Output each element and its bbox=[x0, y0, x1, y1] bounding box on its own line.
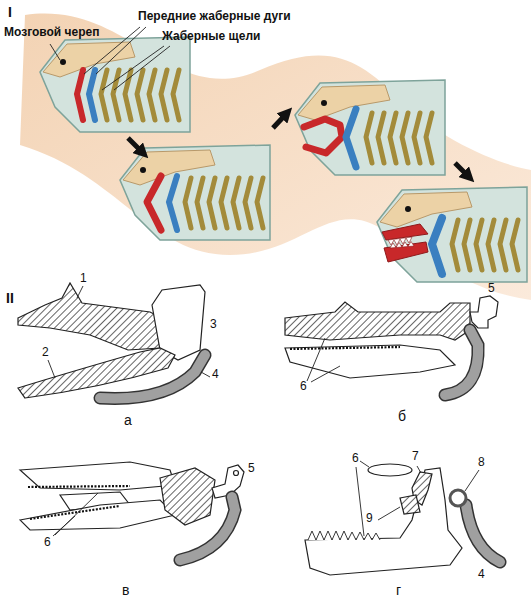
callout-number: 6 bbox=[352, 452, 359, 466]
callout-number: 3 bbox=[210, 318, 217, 332]
fish-head bbox=[295, 80, 445, 175]
callout-number: 4 bbox=[478, 568, 485, 582]
callout-number: 5 bbox=[488, 282, 495, 296]
fish-head bbox=[377, 187, 527, 282]
section-numeral: I bbox=[8, 4, 12, 20]
transition-arrow bbox=[128, 113, 469, 177]
jaw-panel bbox=[20, 462, 244, 560]
panel-letter: в bbox=[122, 582, 129, 598]
panel-letter: б bbox=[398, 408, 406, 424]
callout-number: 7 bbox=[412, 450, 419, 464]
callout-number: 9 bbox=[366, 512, 373, 526]
panel-letter: а bbox=[124, 412, 132, 428]
callout-number: 6 bbox=[300, 380, 307, 394]
callout-number: 5 bbox=[248, 462, 255, 476]
structure-label: Мозговой череп bbox=[4, 26, 99, 40]
section-numeral: II bbox=[6, 290, 14, 306]
structure-label: Жаберные щели bbox=[162, 30, 260, 44]
fish-head bbox=[40, 37, 190, 132]
callout-number: 4 bbox=[212, 368, 219, 382]
fish-head bbox=[120, 145, 270, 240]
panel-letter: г bbox=[396, 582, 401, 598]
jaw-panel bbox=[305, 461, 500, 575]
evolution-band bbox=[20, 14, 531, 300]
callout-number: 6 bbox=[44, 536, 51, 550]
structure-label: Передние жаберные дуги bbox=[138, 10, 291, 24]
callout-number: 2 bbox=[42, 346, 49, 360]
jaw-panel bbox=[285, 296, 498, 395]
jaw-panel bbox=[18, 283, 210, 398]
callout-number: 1 bbox=[80, 272, 87, 286]
callout-number: 8 bbox=[478, 456, 485, 470]
